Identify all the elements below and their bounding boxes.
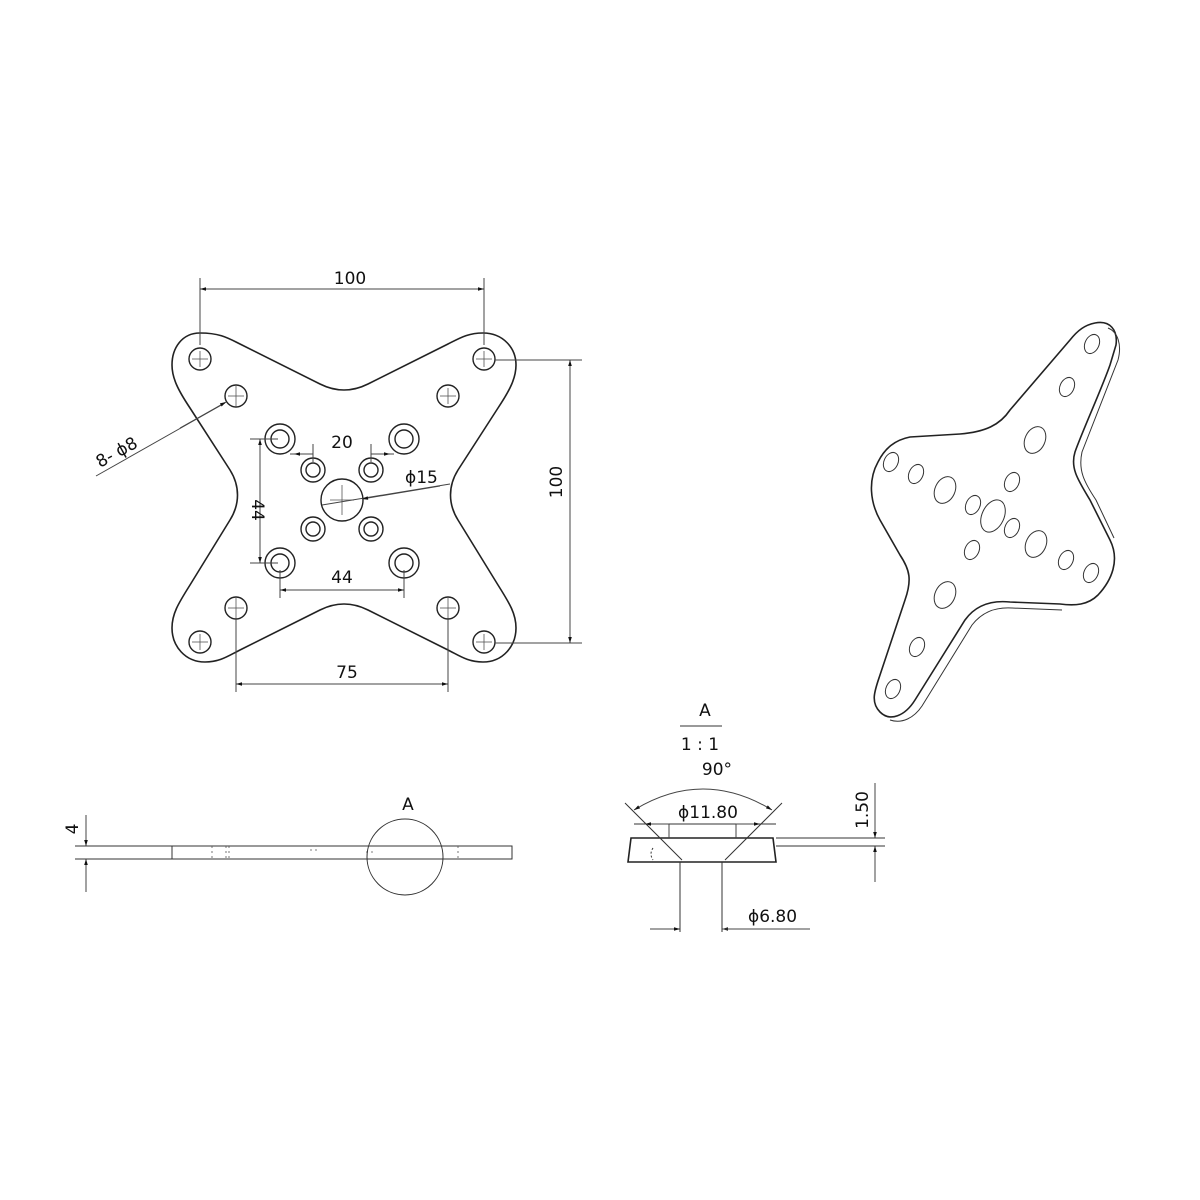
detail-view-a: A 1 : 1 90° ϕ11.80 1.50 ϕ6.80: [624, 701, 885, 932]
top-view: 100 100 44 44 20 75 ϕ15: [93, 269, 582, 692]
countersink-angle: 90°: [702, 760, 732, 780]
detail-title: A: [699, 701, 711, 721]
dim-44-vertical: 44: [247, 499, 267, 521]
dim-width-100: 100: [334, 269, 366, 289]
dim-center-hole-phi15: ϕ15: [405, 468, 438, 488]
side-view: 4 A: [63, 795, 513, 896]
dim-through-hole-diameter: ϕ6.80: [748, 907, 797, 927]
plate-outline: [171, 332, 517, 663]
dim-20: 20: [331, 433, 353, 453]
dim-thickness-4: 4: [63, 824, 83, 835]
detail-circle-a: [366, 818, 444, 896]
detail-marker-a: A: [402, 795, 414, 815]
dim-countersink-diameter: ϕ11.80: [678, 803, 738, 823]
hole-callout-8-phi8: 8- ϕ8: [93, 433, 142, 472]
dim-height-100: 100: [547, 466, 567, 498]
dim-44-horizontal: 44: [331, 568, 353, 588]
dim-75: 75: [336, 663, 358, 683]
dim-countersink-depth: 1.50: [853, 791, 873, 829]
mount-holes: [188, 347, 496, 654]
detail-scale: 1 : 1: [681, 735, 719, 755]
isometric-view: [870, 321, 1121, 722]
countersunk-holes: [264, 423, 420, 579]
small-holes: [300, 457, 384, 542]
